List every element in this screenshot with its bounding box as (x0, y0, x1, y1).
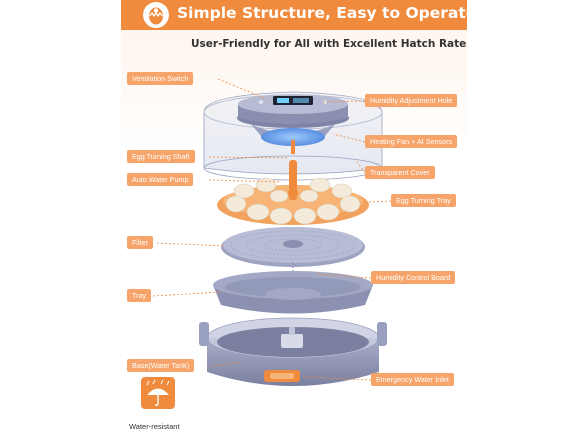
callout-transparent-cover: Transparent Cover (365, 166, 435, 179)
callout-tray: Tray (127, 289, 152, 302)
callout-emergency-water-inlet: Emergency Water Inlet (371, 373, 454, 386)
callout-ventilation-switch: Ventilation Switch (127, 72, 194, 85)
base-water-tank (199, 317, 387, 386)
tray-bowl (213, 271, 373, 314)
callout-humidity-adjustment-hole: Humidity Adjustment Hole (365, 94, 458, 107)
egg-turning-tray (217, 160, 369, 225)
callout-egg-turning-tray: Egg Turning Tray (391, 194, 456, 207)
callout-auto-water-pump: Auto Water Pump (127, 173, 194, 186)
callout-filter: Filter (127, 236, 153, 249)
page-subtitle: User-Friendly for All with Excellent Hat… (191, 38, 467, 50)
callout-heating-fan-sensors: Heating Fan + AI Sensors (365, 135, 458, 148)
egg-hatching-icon (143, 2, 169, 28)
filter-disc (221, 227, 365, 292)
water-resistant-label: Water-resistant (129, 422, 180, 431)
header-title: Simple Structure, Easy to Operate (177, 4, 467, 22)
callout-egg-turning-shaft: Egg Turning Shaft (127, 150, 195, 163)
umbrella-rain-icon (141, 377, 175, 409)
callout-humidity-control-board: Humidity Control Board (371, 271, 456, 284)
header-bar: Simple Structure, Easy to Operate (121, 0, 467, 30)
infographic-panel: Simple Structure, Easy to Operate User-F… (121, 0, 467, 441)
callout-base-water-tank: Base(Water Tank) (127, 359, 195, 372)
